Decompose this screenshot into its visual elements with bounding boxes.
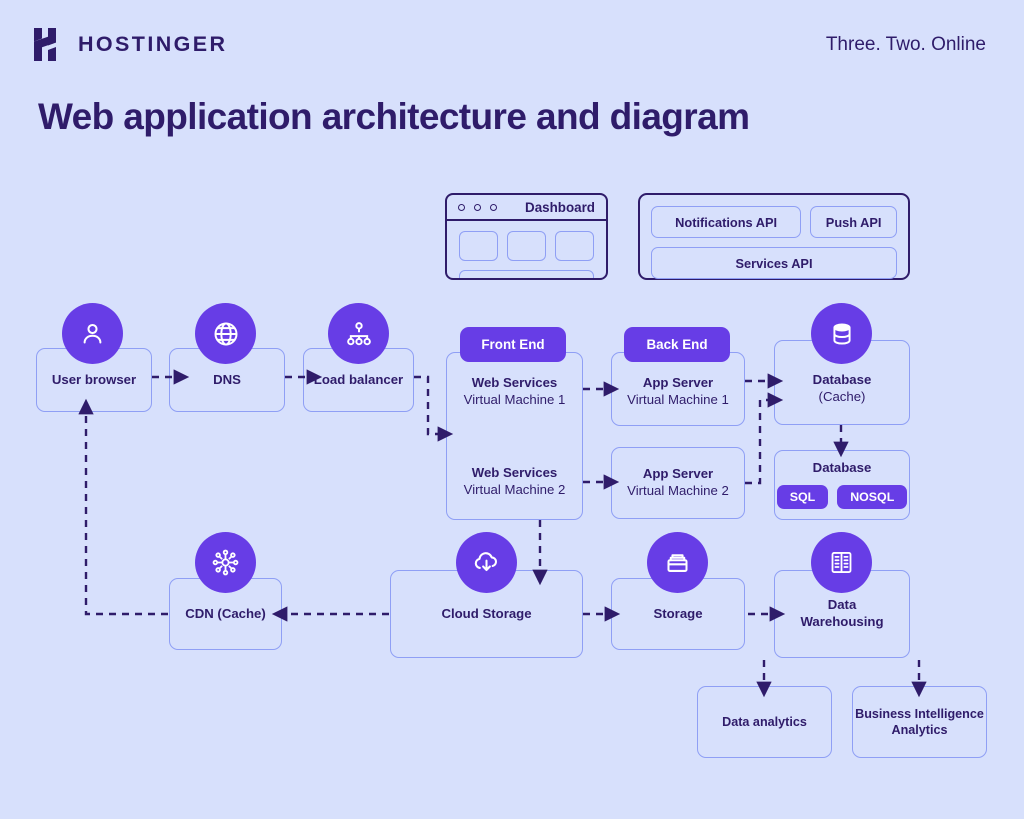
user-icon: [62, 303, 123, 364]
front-end-item: Web Services Virtual Machine 2: [464, 465, 566, 499]
database-cache-subtitle: (Cache): [818, 389, 866, 405]
notifications-api-chip[interactable]: Notifications API: [651, 206, 802, 238]
data-analytics-label: Data analytics: [722, 714, 807, 729]
node-back-end-vm2[interactable]: App Server Virtual Machine 2: [611, 447, 745, 519]
node-business-intelligence[interactable]: Business Intelligence Analytics: [852, 686, 987, 758]
api-top-row: Notifications API Push API: [651, 206, 897, 238]
front-end-item-title: Web Services: [471, 464, 558, 480]
dns-label: DNS: [213, 371, 241, 387]
dashboard-title: Dashboard: [525, 199, 595, 215]
services-api-chip[interactable]: Services API: [651, 247, 897, 279]
cloud-download-icon: [456, 532, 517, 593]
push-api-chip[interactable]: Push API: [810, 206, 897, 238]
window-dot-icon: [458, 203, 465, 211]
node-data-analytics[interactable]: Data analytics: [697, 686, 832, 758]
cdn-label: CDN (Cache): [185, 605, 266, 621]
api-bottom-row: Services API: [651, 247, 897, 279]
front-end-item-subtitle: Virtual Machine 2: [463, 481, 566, 497]
database-tag-sql[interactable]: SQL: [776, 484, 829, 509]
load-balancer-label: Load balancer: [313, 371, 404, 387]
api-panel: Notifications API Push API Services API: [638, 193, 910, 280]
dashboard-body: [447, 221, 606, 278]
front-end-item: Web Services Virtual Machine 1: [464, 375, 566, 409]
page-title: Web application architecture and diagram: [38, 96, 750, 137]
dashboard-window: Dashboard: [445, 193, 608, 280]
front-end-item-subtitle: Virtual Machine 1: [463, 391, 566, 407]
dashboard-tile: [459, 231, 498, 261]
node-front-end[interactable]: Web Services Virtual Machine 1 Web Servi…: [446, 352, 583, 520]
data-warehousing-line1: Data: [827, 597, 857, 613]
hostinger-h-logo-icon: [34, 28, 65, 61]
window-dot-icon: [474, 203, 481, 211]
dashboard-titlebar: Dashboard: [447, 195, 606, 221]
database-tag-nosql[interactable]: NOSQL: [837, 484, 908, 509]
business-intelligence-line1: Business Intelligence: [855, 706, 984, 721]
database-cache-title: Database: [812, 372, 872, 388]
node-database[interactable]: Database SQL NOSQL: [774, 450, 910, 520]
data-warehousing-line2: Warehousing: [800, 614, 884, 629]
dashboard-wide-tile: [459, 270, 594, 278]
back-end-item-title: App Server: [642, 375, 714, 390]
window-dots: [458, 203, 497, 211]
window-dot-icon: [490, 203, 497, 211]
server-rack-icon: [811, 532, 872, 593]
globe-icon: [195, 303, 256, 364]
brand-name: HOSTINGER: [78, 31, 228, 56]
hierarchy-icon: [328, 303, 389, 364]
archive-box-icon: [647, 532, 708, 593]
back-end-badge: Back End: [624, 327, 730, 362]
database-title: Database: [812, 460, 872, 475]
business-intelligence-line2: Analytics: [891, 723, 948, 737]
back-end-item-subtitle: Virtual Machine 1: [627, 391, 729, 407]
back-end-item-title: App Server: [642, 466, 714, 482]
cloud-storage-label: Cloud Storage: [441, 605, 532, 621]
node-back-end-vm1[interactable]: App Server Virtual Machine 1: [611, 352, 745, 426]
storage-label: Storage: [653, 605, 703, 621]
database-icon: [811, 303, 872, 364]
front-end-badge: Front End: [460, 327, 566, 362]
database-tags: SQL NOSQL: [776, 484, 908, 509]
dashboard-tile-row: [459, 231, 594, 261]
tagline: Three. Two. Online: [825, 34, 986, 55]
dashboard-tile: [507, 231, 546, 261]
front-end-item-title: Web Services: [471, 375, 558, 390]
user-browser-label: User browser: [51, 371, 137, 387]
back-end-item-subtitle: Virtual Machine 2: [627, 483, 729, 498]
dashboard-tile: [555, 231, 594, 261]
hostinger-logo: HOSTINGER: [34, 28, 227, 61]
network-nodes-icon: [195, 532, 256, 593]
